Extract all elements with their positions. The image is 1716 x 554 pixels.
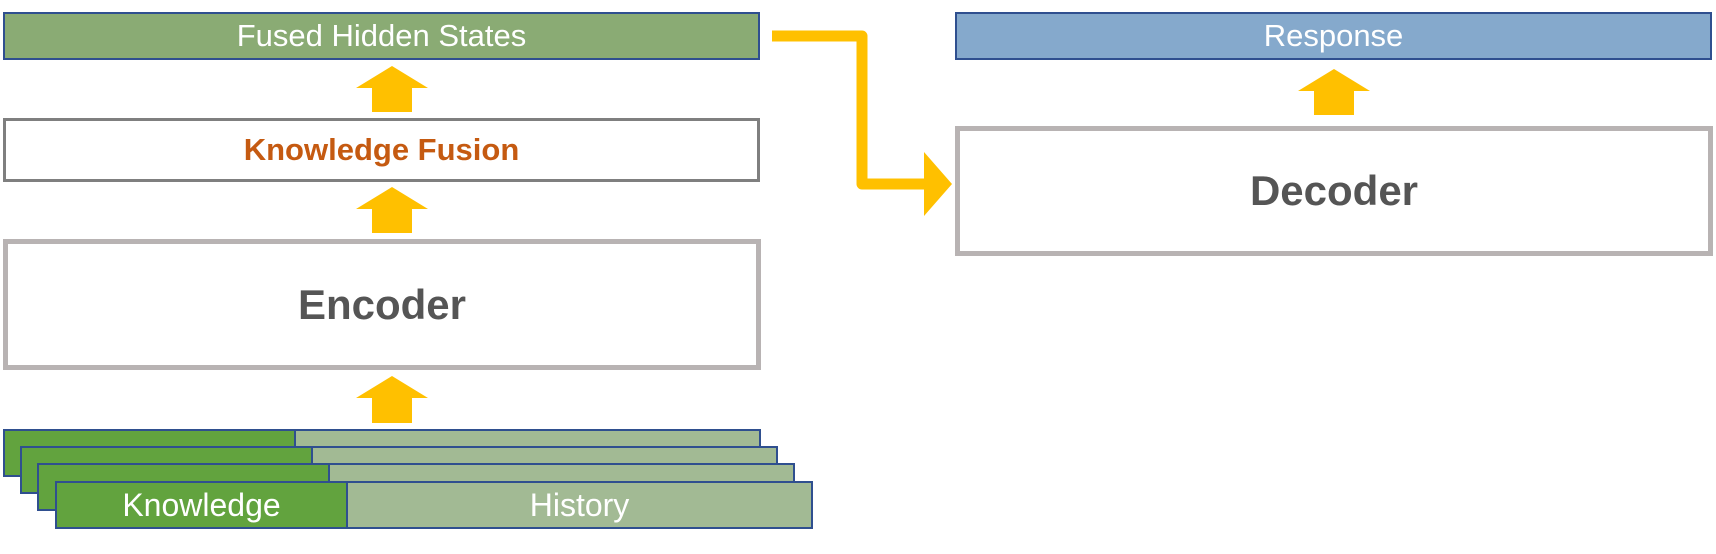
up-arrow-to-fused — [356, 66, 428, 112]
connector-arrowhead — [924, 152, 952, 216]
up-arrow-to-response — [1298, 69, 1370, 115]
response-box: Response — [955, 12, 1712, 60]
history-label: History — [529, 486, 630, 523]
connector-fused-to-decoder — [772, 30, 928, 190]
up-arrow-to-fusion — [356, 187, 428, 233]
input-layer-front: Knowledge History — [55, 481, 813, 529]
response-label: Response — [1263, 18, 1404, 53]
knowledge-label: Knowledge — [122, 486, 281, 523]
fused-hidden-states-box: Fused Hidden States — [3, 12, 760, 60]
knowledge-segment-front: Knowledge — [55, 481, 348, 529]
encoder-box: Encoder — [3, 239, 761, 370]
knowledge-fusion-label: Knowledge Fusion — [243, 132, 520, 167]
decoder-label: Decoder — [1249, 167, 1419, 214]
fused-hidden-states-label: Fused Hidden States — [236, 18, 527, 53]
up-arrow-to-encoder — [356, 376, 428, 423]
knowledge-fusion-box: Knowledge Fusion — [3, 118, 760, 182]
history-segment-front: History — [346, 481, 813, 529]
encoder-label: Encoder — [297, 280, 467, 328]
decoder-box: Decoder — [955, 126, 1713, 256]
